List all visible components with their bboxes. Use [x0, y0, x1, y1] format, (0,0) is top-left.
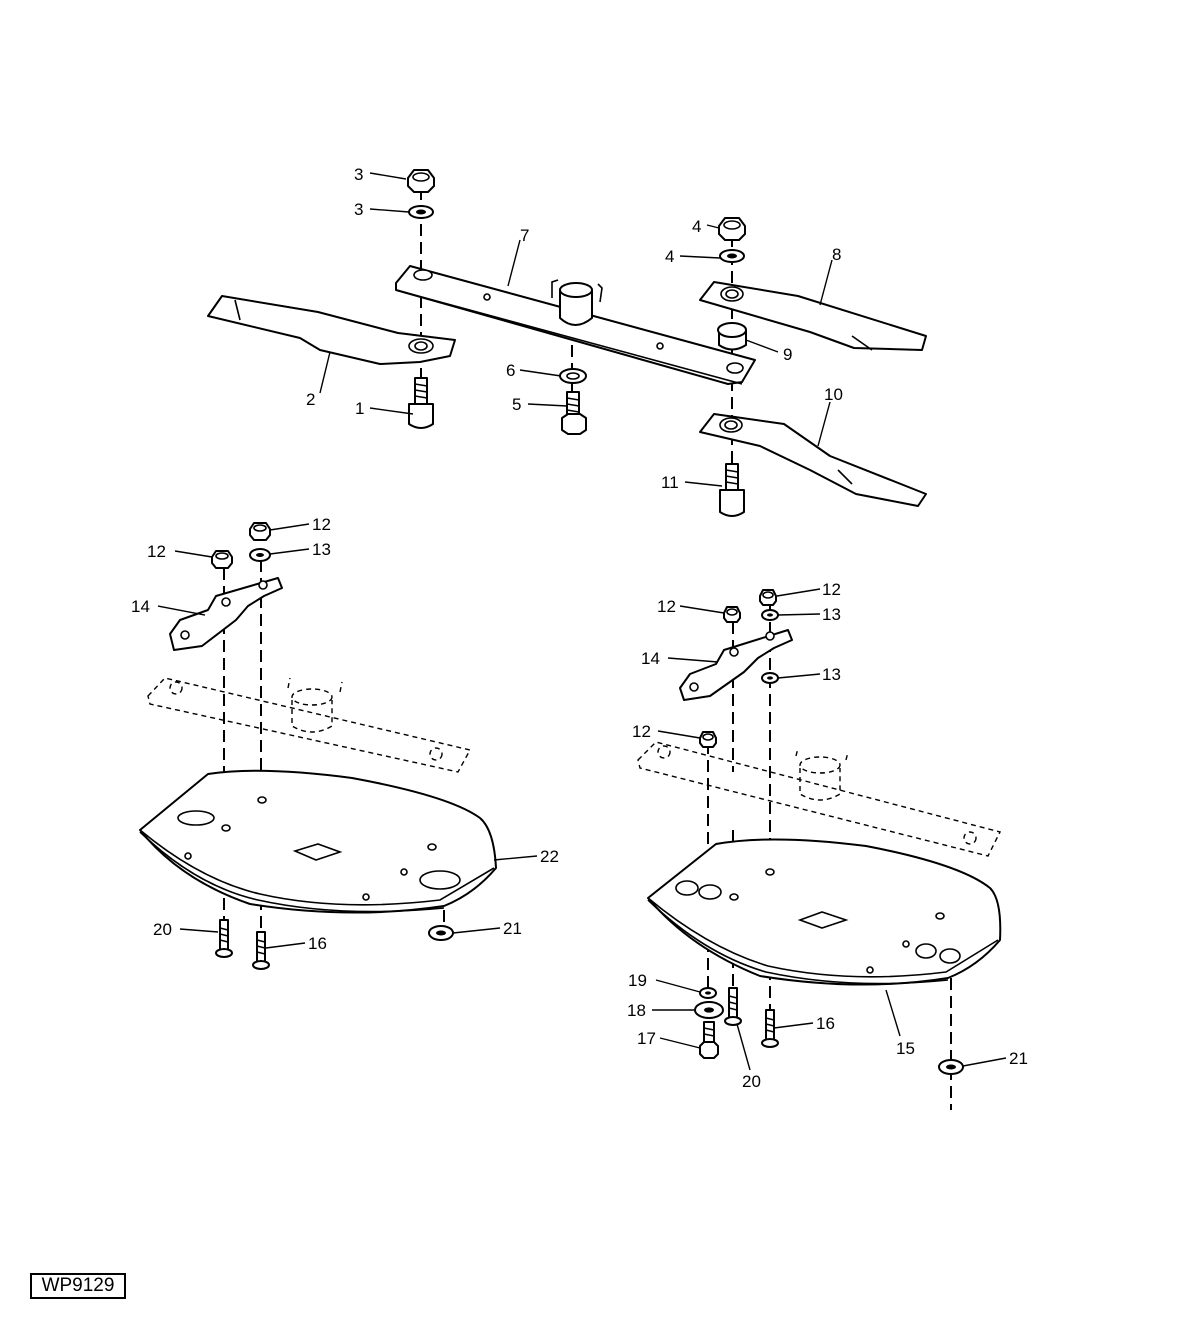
- left-blade: [207, 295, 456, 365]
- callout-number: 16: [816, 1014, 835, 1033]
- callout-number: 11: [661, 473, 679, 492]
- callout-number: 12: [822, 580, 841, 599]
- carrier-hub: [559, 289, 593, 326]
- carriage-bolt-left-16: [252, 931, 270, 970]
- phantom-carrier-right: [637, 741, 1002, 857]
- callout-number: 15: [896, 1039, 915, 1058]
- callout-number: 22: [540, 847, 559, 866]
- callout-number: 21: [503, 919, 522, 938]
- callout-number: 12: [632, 722, 651, 741]
- callout-number: 13: [822, 665, 841, 684]
- callout-number: 16: [308, 934, 327, 953]
- callout-number: 7: [520, 226, 529, 245]
- figure-id-label: WP9129: [30, 1273, 126, 1299]
- phantom-carrier-left: [147, 677, 472, 773]
- hex-bolt-center: [561, 391, 587, 435]
- callout-number: 14: [641, 649, 660, 668]
- callout-number: 12: [657, 597, 676, 616]
- callout-number: 4: [665, 247, 674, 266]
- callout-number: 13: [312, 540, 331, 559]
- callout-number: 13: [822, 605, 841, 624]
- blade-assembly: [207, 169, 927, 517]
- carriage-bolt-left-20: [215, 919, 233, 958]
- callout-number: 9: [783, 345, 792, 364]
- callout-number: 5: [512, 395, 521, 414]
- callout-number: 20: [153, 920, 172, 939]
- mounting-bracket-right: [679, 629, 793, 701]
- blade-bolt-left: [408, 377, 434, 429]
- right-shield-assembly: [637, 589, 1002, 1110]
- callout-number: 20: [742, 1072, 761, 1091]
- callout-number: 12: [147, 542, 166, 561]
- callout-number: 8: [832, 245, 841, 264]
- leader-lines: [157, 172, 1007, 1071]
- callout-number: 21: [1009, 1049, 1028, 1068]
- right-upper-blade: [699, 281, 927, 351]
- callout-number: 18: [627, 1001, 646, 1020]
- mounting-bracket-left: [169, 577, 283, 651]
- blade-shield-left: [139, 769, 497, 914]
- carriage-bolt-right-20: [724, 987, 742, 1026]
- right-lower-blade: [699, 413, 927, 507]
- left-shield-assembly: [139, 522, 497, 970]
- callout-number: 2: [306, 390, 315, 409]
- callout-number: 19: [628, 971, 647, 990]
- callout-number: 6: [506, 361, 515, 380]
- carriage-bolt-right-16: [761, 1009, 779, 1048]
- callout-number: 12: [312, 515, 331, 534]
- hex-bolt-17: [699, 1021, 719, 1059]
- callout-number: 10: [824, 385, 843, 404]
- callout-number: 3: [354, 165, 363, 184]
- callout-numbers: 3 3 7 2 1 6 5 4 4 8 9 10 11 12 12 13 14 …: [131, 165, 1028, 1091]
- callout-number: 4: [692, 217, 701, 236]
- callout-number: 14: [131, 597, 150, 616]
- callout-number: 1: [355, 399, 364, 418]
- callout-number: 17: [637, 1029, 656, 1048]
- callout-number: 3: [354, 200, 363, 219]
- blade-bolt-right: [719, 463, 745, 517]
